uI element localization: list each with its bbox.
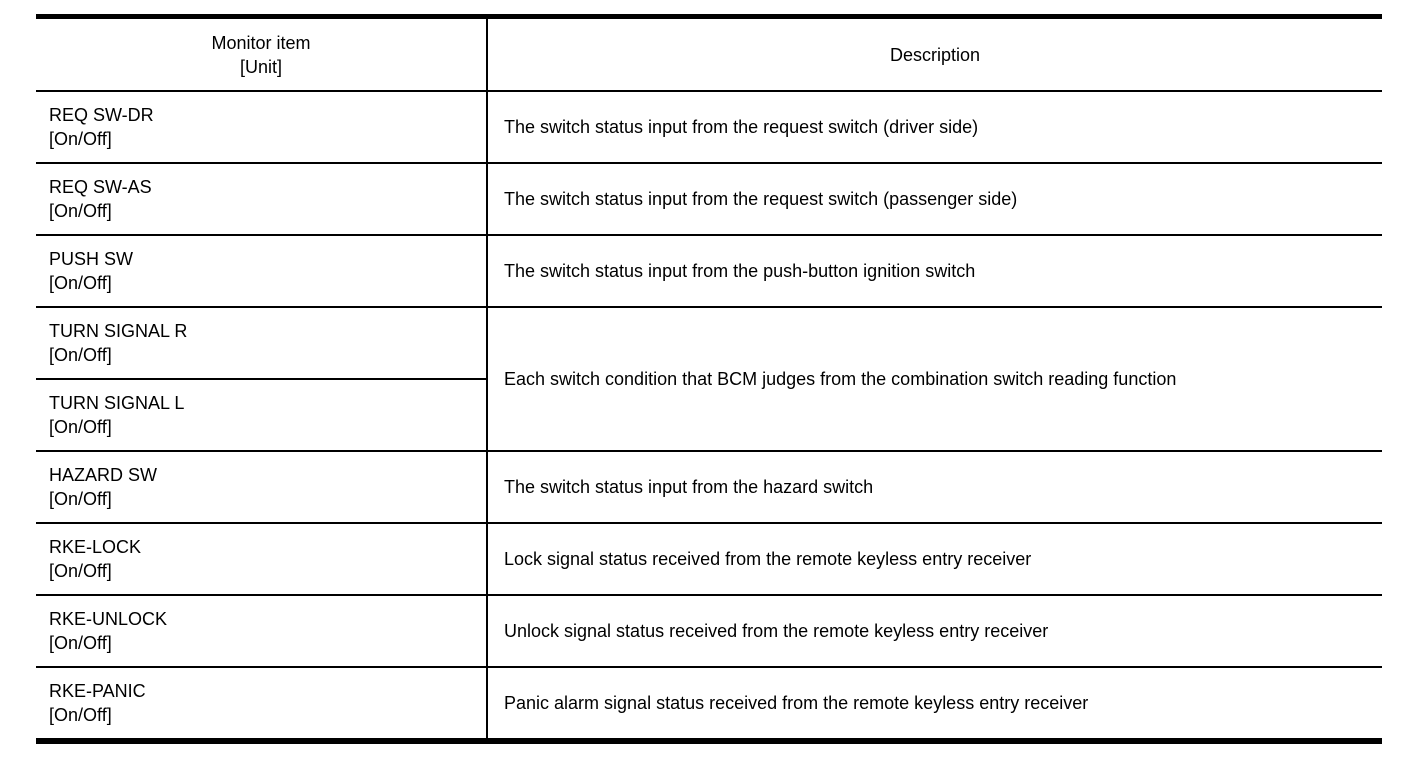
monitor-item-cell: TURN SIGNAL L [On/Off]	[36, 378, 488, 451]
monitor-item-cell: HAZARD SW [On/Off]	[36, 450, 488, 523]
monitor-item-cell: RKE-UNLOCK [On/Off]	[36, 594, 488, 667]
header-row: Monitor item [Unit] Description	[36, 15, 1382, 91]
monitor-item-name: RKE-LOCK	[49, 537, 142, 557]
monitor-item-unit: [On/Off]	[49, 129, 112, 149]
table-row: TURN SIGNAL R [On/Off] Each switch condi…	[36, 306, 1382, 451]
monitor-item-name: REQ SW-AS	[49, 177, 152, 197]
description-cell: Lock signal status received from the rem…	[487, 522, 1382, 595]
table-row: REQ SW-DR [On/Off] The switch status inp…	[36, 90, 1382, 163]
monitor-item-unit: [On/Off]	[49, 561, 112, 581]
monitor-item-name: PUSH SW	[49, 249, 134, 269]
table-row: RKE-UNLOCK [On/Off] Unlock signal status…	[36, 594, 1382, 667]
description-cell: Unlock signal status received from the r…	[487, 594, 1382, 667]
table-row: REQ SW-AS [On/Off] The switch status inp…	[36, 162, 1382, 235]
monitor-item-name: TURN SIGNAL L	[49, 393, 185, 413]
description-cell: Panic alarm signal status received from …	[487, 666, 1382, 741]
description-header: Description	[487, 15, 1382, 91]
description-cell: The switch status input from the request…	[487, 162, 1382, 235]
monitor-item-name: RKE-UNLOCK	[49, 609, 168, 629]
monitor-item-name: REQ SW-DR	[49, 105, 154, 125]
monitor-item-cell: REQ SW-DR [On/Off]	[36, 90, 488, 163]
monitor-item-name: HAZARD SW	[49, 465, 157, 485]
description-cell: The switch status input from the request…	[487, 90, 1382, 163]
table-row: HAZARD SW [On/Off] The switch status inp…	[36, 450, 1382, 523]
monitor-item-cell: REQ SW-AS [On/Off]	[36, 162, 488, 235]
monitor-item-cell: TURN SIGNAL R [On/Off]	[36, 306, 488, 379]
monitor-item-header-line1: Monitor item	[211, 32, 311, 53]
monitor-item-header-line2: [Unit]	[239, 56, 282, 77]
monitor-item-name: RKE-PANIC	[49, 681, 146, 701]
table-row: PUSH SW [On/Off] The switch status input…	[36, 234, 1382, 307]
monitor-item-table: Monitor item [Unit] Description REQ SW-D…	[36, 14, 1382, 744]
monitor-item-unit: [On/Off]	[49, 345, 112, 365]
monitor-item-unit: [On/Off]	[49, 705, 112, 725]
monitor-item-unit: [On/Off]	[49, 633, 112, 653]
monitor-item-unit: [On/Off]	[49, 417, 112, 437]
table-row: RKE-PANIC [On/Off] Panic alarm signal st…	[36, 666, 1382, 741]
monitor-item-unit: [On/Off]	[49, 273, 112, 293]
description-cell: The switch status input from the push-bu…	[487, 234, 1382, 307]
description-cell: The switch status input from the hazard …	[487, 450, 1382, 523]
monitor-item-unit: [On/Off]	[49, 489, 112, 509]
monitor-item-cell: PUSH SW [On/Off]	[36, 234, 488, 307]
monitor-item-name: TURN SIGNAL R	[49, 321, 188, 341]
monitor-item-unit: [On/Off]	[49, 201, 112, 221]
monitor-item-cell: RKE-PANIC [On/Off]	[36, 666, 488, 741]
monitor-item-header: Monitor item [Unit]	[36, 15, 488, 91]
monitor-item-cell: RKE-LOCK [On/Off]	[36, 522, 488, 595]
table-row: RKE-LOCK [On/Off] Lock signal status rec…	[36, 522, 1382, 595]
table-row: TURN SIGNAL L [On/Off]	[36, 378, 1382, 451]
description-cell-merged: Each switch condition that BCM judges fr…	[487, 306, 1382, 451]
